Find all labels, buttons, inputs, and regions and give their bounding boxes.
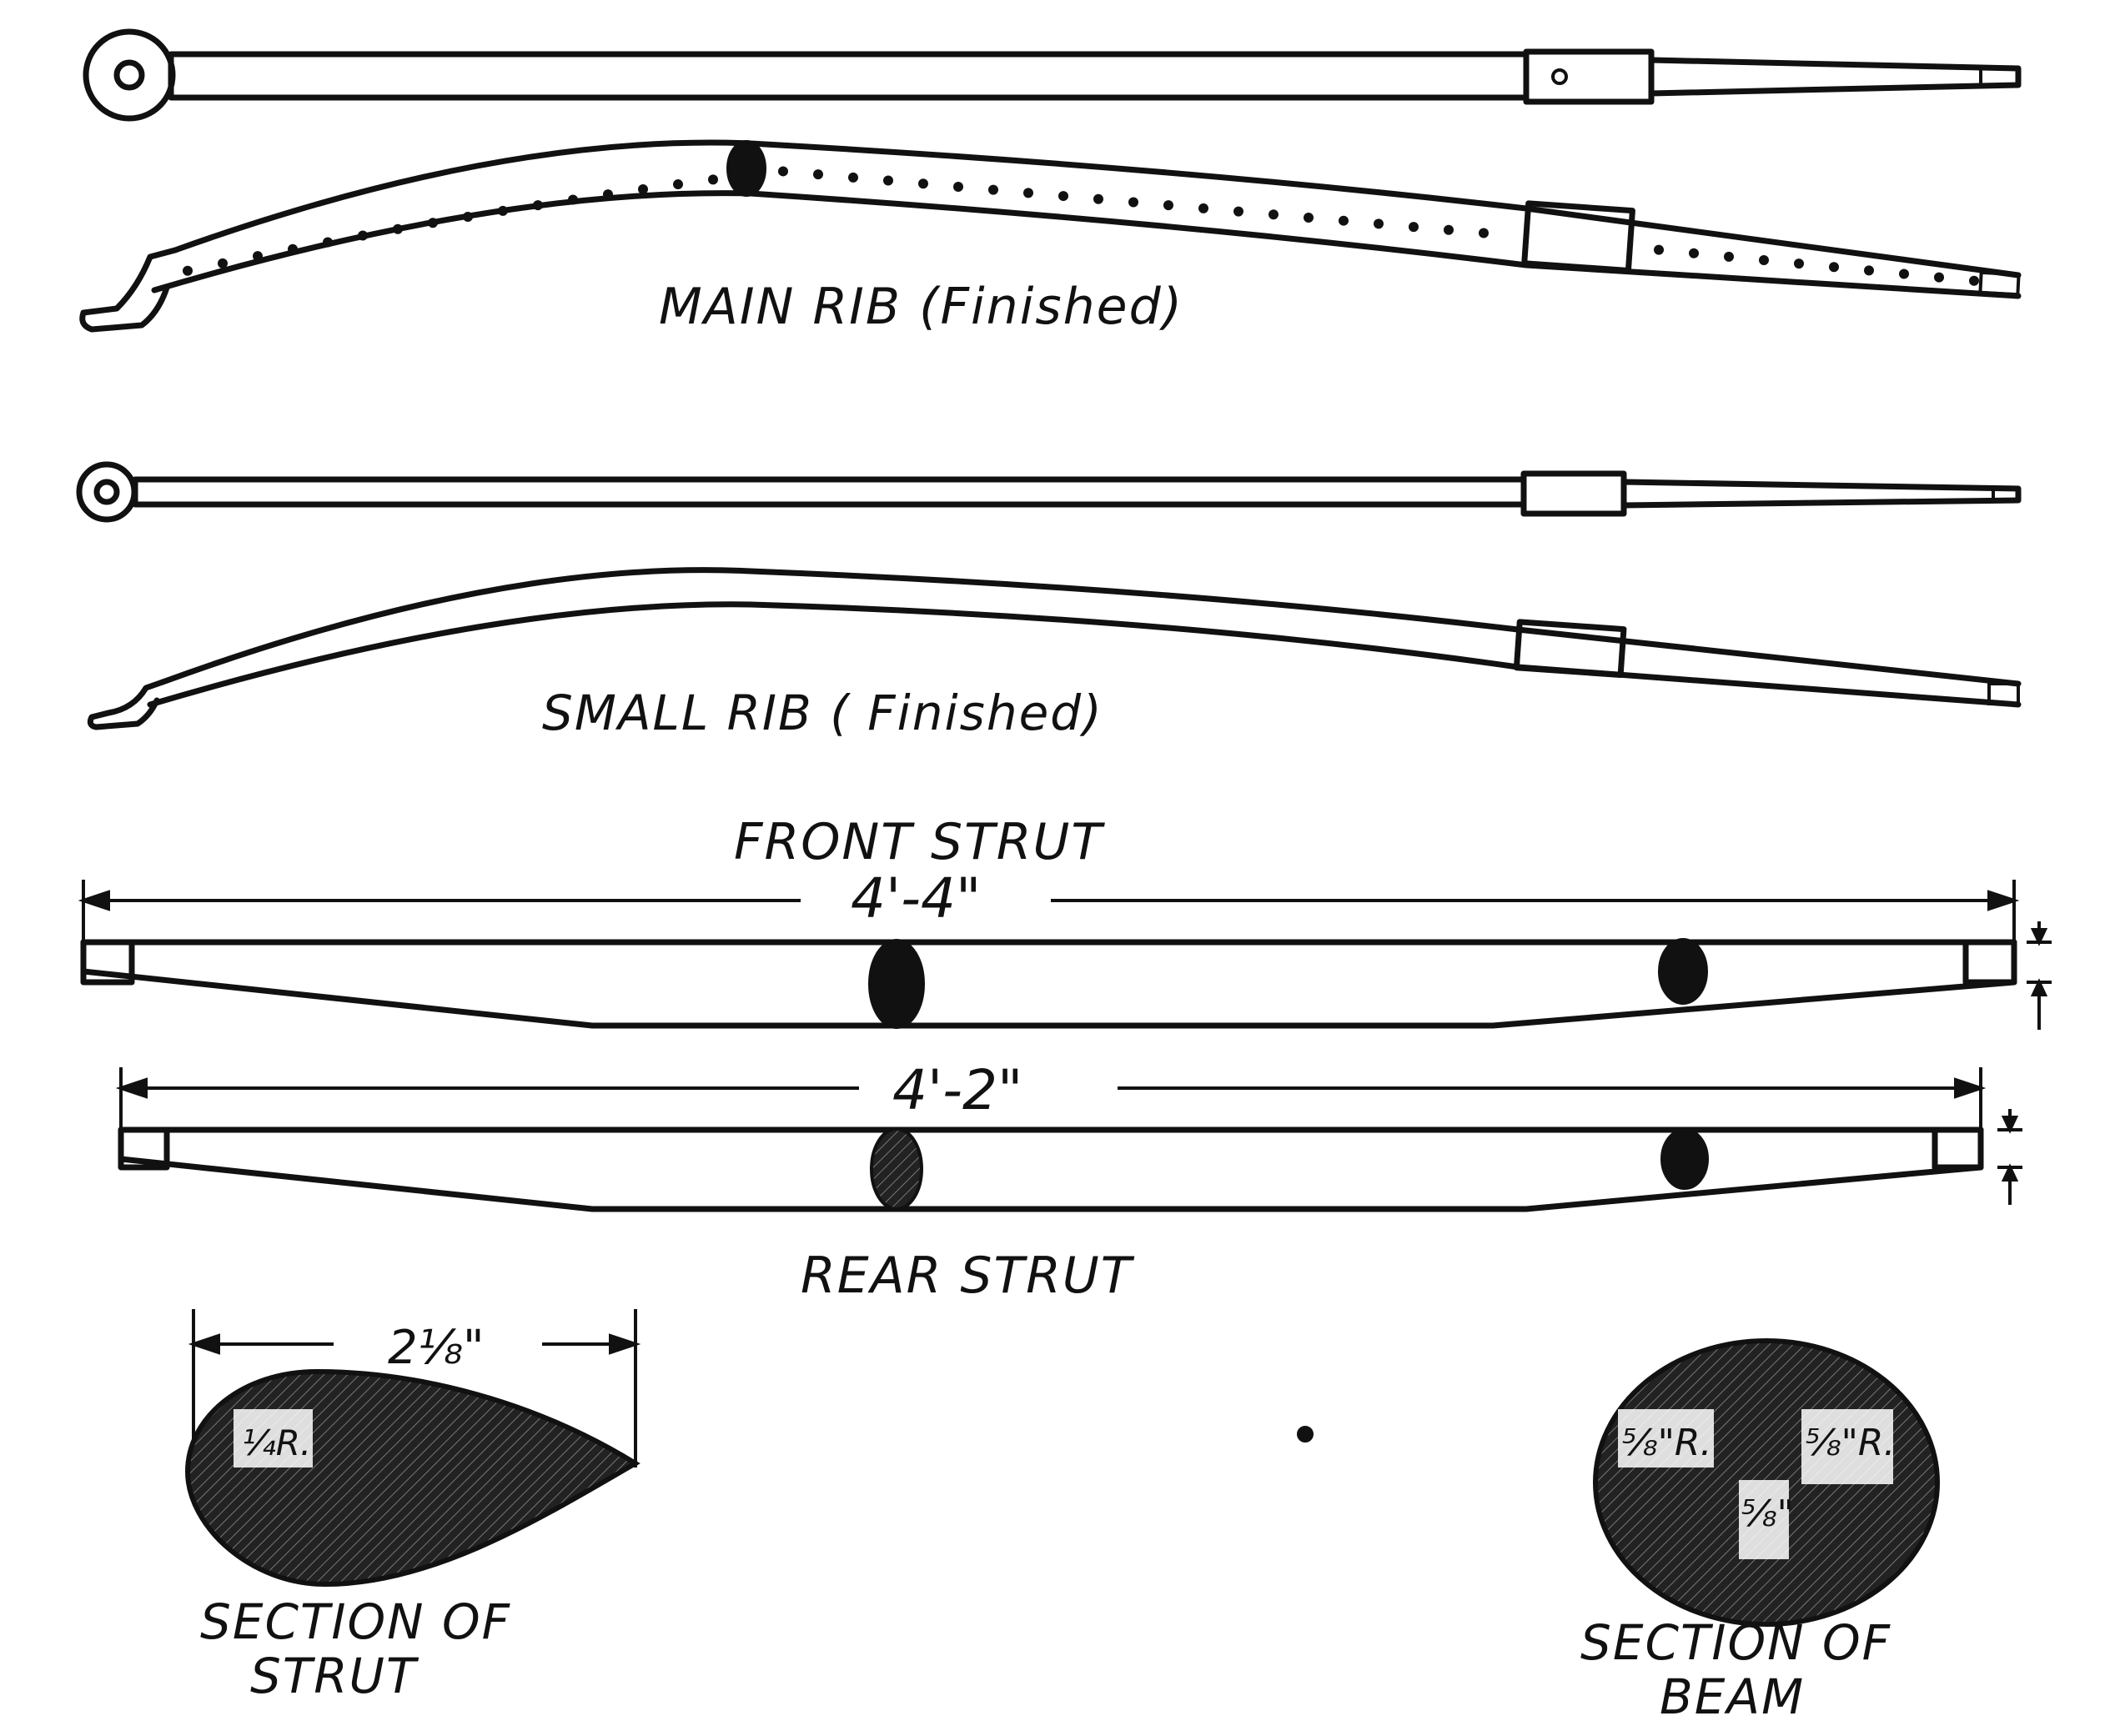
- strut-section-width: 2⅛": [388, 1321, 485, 1375]
- small-rib-label: SMALL RIB ( Finished): [542, 685, 1103, 741]
- lightening-hole: [533, 200, 543, 211]
- lightening-hole: [253, 251, 263, 262]
- front-strut: [80, 921, 2052, 1030]
- lightening-holes: [183, 166, 1979, 286]
- rear-strut-length: 4'-2": [892, 1058, 1022, 1122]
- lightening-hole: [1128, 197, 1138, 208]
- beam-radius-right: ⅝"R.: [1806, 1422, 1895, 1464]
- lightening-hole: [1233, 206, 1243, 217]
- lightening-hole: [1374, 218, 1384, 229]
- lightening-hole: [358, 230, 368, 241]
- lightening-hole: [813, 169, 823, 180]
- lightening-hole: [1969, 275, 1979, 286]
- front-strut-dimension: [78, 880, 2020, 984]
- lightening-hole: [428, 218, 438, 228]
- lightening-hole: [1339, 215, 1349, 226]
- lightening-hole: [918, 178, 928, 189]
- lightening-hole: [1198, 203, 1208, 213]
- rear-strut: [118, 1109, 2022, 1212]
- lightening-hole: [708, 174, 718, 185]
- lightening-hole: [1759, 255, 1769, 266]
- lightening-hole: [1654, 244, 1664, 255]
- section-strut-label-line2: STRUT: [250, 1648, 419, 1704]
- rear-strut-label: REAR STRUT: [801, 1247, 1135, 1305]
- lightening-hole: [1163, 200, 1173, 211]
- section-strut-label-line1: SECTION OF: [200, 1593, 511, 1650]
- strut-section-radius: ¼R.: [242, 1422, 311, 1463]
- lightening-hole: [1304, 212, 1314, 223]
- main-rib-label: MAIN RIB (Finished): [659, 278, 1183, 336]
- lightening-hole: [1268, 209, 1279, 220]
- lightening-hole: [778, 166, 788, 177]
- lightening-hole: [323, 237, 333, 248]
- main-rib-top-view: [83, 28, 2022, 122]
- lightening-hole: [1724, 251, 1734, 262]
- lightening-hole: [953, 181, 963, 192]
- lightening-hole: [1689, 248, 1699, 258]
- front-strut-label: FRONT STRUT: [734, 813, 1105, 871]
- lightening-hole: [848, 172, 858, 183]
- strut-section-dimension: [188, 1309, 641, 1468]
- lightening-hole: [1794, 258, 1804, 269]
- lightening-hole: [1899, 268, 1909, 279]
- lightening-hole: [1093, 193, 1103, 204]
- lightening-hole: [183, 265, 193, 276]
- lightening-hole: [673, 179, 683, 190]
- lightening-hole: [883, 175, 893, 186]
- lightening-hole: [393, 223, 403, 234]
- lightening-hole: [1023, 188, 1033, 198]
- lightening-hole: [1409, 222, 1419, 233]
- beam-section: [1593, 1338, 1940, 1627]
- lightening-hole: [1058, 191, 1068, 202]
- section-beam-label-line2: BEAM: [1660, 1668, 1805, 1725]
- main-rib-side-view: [79, 139, 2022, 333]
- lightening-hole: [498, 205, 508, 216]
- lightening-hole: [1829, 262, 1839, 273]
- lightening-hole: [1444, 224, 1454, 235]
- lightening-hole: [463, 211, 473, 222]
- lightening-hole: [638, 183, 648, 194]
- speck: [1297, 1426, 1314, 1442]
- lightening-hole: [603, 189, 613, 200]
- beam-center-dimension: ⅝": [1741, 1493, 1794, 1535]
- lightening-hole: [218, 258, 228, 268]
- front-strut-length: 4'-4": [851, 866, 981, 931]
- lightening-hole: [568, 194, 578, 205]
- lightening-hole: [988, 184, 998, 195]
- lightening-hole: [288, 243, 298, 254]
- strut-section: [184, 1368, 641, 1588]
- lightening-hole: [1479, 228, 1489, 238]
- lightening-hole: [1934, 272, 1944, 283]
- lightening-hole: [1864, 265, 1874, 276]
- section-beam-label-line1: SECTION OF: [1580, 1614, 1891, 1671]
- beam-radius-left: ⅝"R.: [1622, 1422, 1711, 1464]
- small-rib-top-view: [76, 461, 2022, 523]
- small-rib-side-view: [87, 567, 2022, 730]
